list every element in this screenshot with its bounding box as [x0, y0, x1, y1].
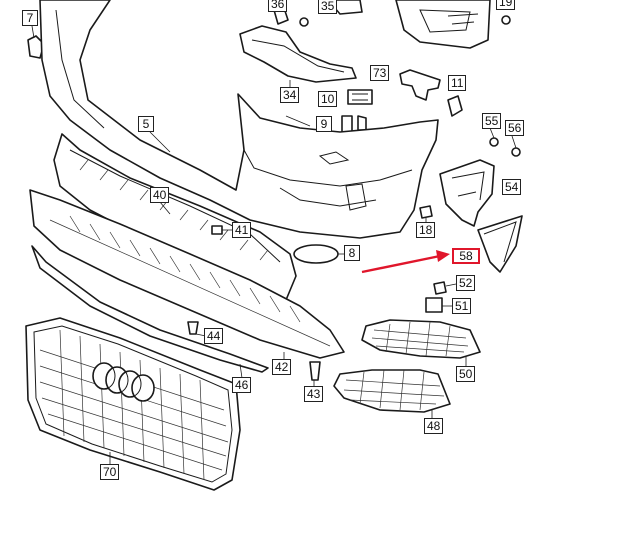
callout-10: 10 — [318, 91, 338, 107]
callout-7: 7 — [22, 10, 38, 26]
part-55-56-fasteners — [489, 127, 521, 157]
callout-44: 44 — [204, 328, 224, 344]
part-19-bracket — [395, 0, 511, 49]
part-41-screw — [211, 225, 232, 235]
callout-9: 9 — [316, 116, 332, 132]
callout-35: 35 — [318, 0, 338, 14]
part-9-clip — [341, 115, 367, 133]
part-34-bracket — [239, 25, 357, 88]
highlight-arrow — [361, 250, 450, 274]
callout-54: 54 — [502, 179, 522, 195]
part-8-cap — [293, 244, 346, 264]
callout-51: 51 — [452, 298, 472, 314]
callout-34: 34 — [280, 87, 300, 103]
callout-41: 41 — [232, 222, 252, 238]
callout-5: 5 — [138, 116, 154, 132]
callout-8: 8 — [344, 245, 360, 261]
callout-73: 73 — [370, 65, 390, 81]
part-50-fog-grille — [361, 319, 481, 366]
callout-36: 36 — [268, 0, 288, 12]
callout-40: 40 — [150, 187, 170, 203]
callout-48: 48 — [424, 418, 444, 434]
part-73-bracket — [399, 69, 441, 101]
callout-56: 56 — [505, 120, 525, 136]
part-18-clip — [419, 205, 433, 224]
part-52-clip — [433, 281, 457, 295]
part-70-front-grille — [25, 317, 241, 491]
callout-50: 50 — [456, 366, 476, 382]
callout-55: 55 — [482, 113, 502, 129]
callout-18: 18 — [416, 222, 436, 238]
part-46-strip — [31, 245, 269, 379]
part-54-bracket — [439, 159, 495, 227]
part-43-screw — [309, 361, 321, 386]
callout-11: 11 — [448, 75, 467, 91]
part-11-clip — [447, 95, 463, 117]
four-rings-logo — [92, 362, 155, 402]
part-44-screw — [187, 321, 207, 337]
part-42-lower-grille — [29, 189, 345, 360]
part-58-trim — [477, 215, 523, 273]
callout-19: 19 — [496, 0, 516, 10]
part-5-bumper-cover — [39, 0, 439, 239]
callout-52: 52 — [456, 275, 476, 291]
part-10-sensor — [347, 89, 373, 105]
callout-46: 46 — [232, 377, 252, 393]
part-51-clip — [425, 297, 452, 313]
callout-42: 42 — [272, 359, 292, 375]
callout-43: 43 — [304, 386, 324, 402]
part-48-fog-grille — [333, 369, 451, 418]
callout-70: 70 — [100, 464, 120, 480]
callout-58: 58 — [452, 248, 480, 264]
